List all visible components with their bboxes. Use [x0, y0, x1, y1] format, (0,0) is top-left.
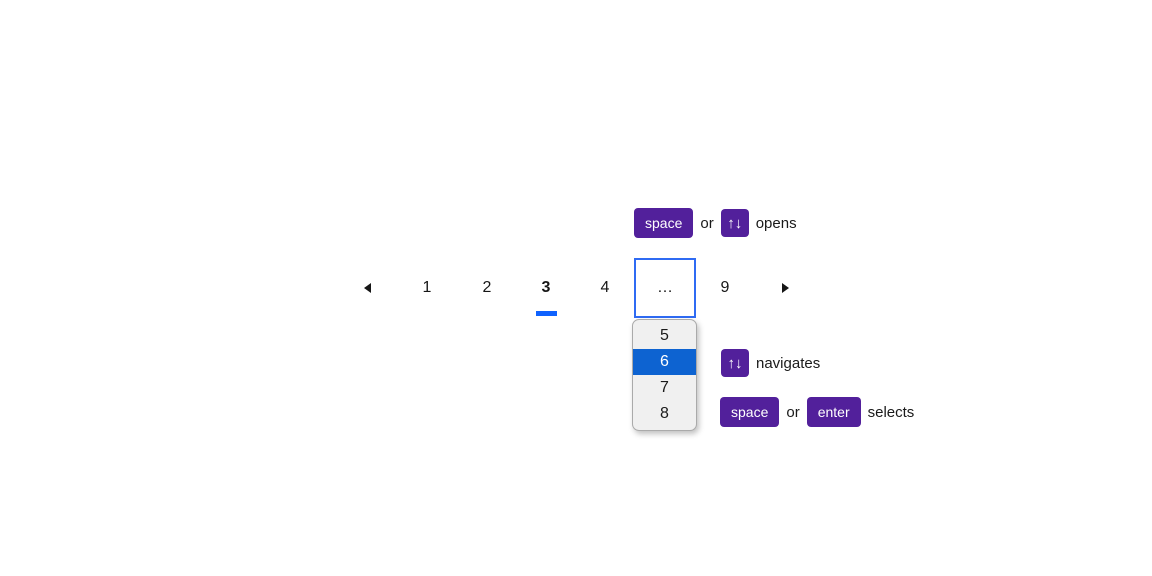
caret-left-icon: [363, 283, 371, 293]
page-overflow-select[interactable]: …: [634, 258, 696, 318]
page-button-4[interactable]: 4: [600, 279, 610, 296]
hint-navigate: ↑↓ navigates: [721, 348, 820, 378]
hint-open: space or ↑↓ opens: [634, 208, 797, 238]
pagination-prev-button[interactable]: [360, 281, 374, 295]
kbd-enter-key: enter: [806, 397, 861, 427]
page-button-1[interactable]: 1: [422, 279, 432, 296]
dropdown-option-8[interactable]: 8: [660, 405, 669, 422]
kbd-space-key: space: [720, 397, 780, 427]
dropdown-option-6-selected[interactable]: 6: [633, 349, 696, 375]
up-down-arrows-icon: ↑↓: [720, 209, 749, 237]
hint-conjunction: or: [700, 214, 714, 232]
hint-conjunction: or: [786, 403, 800, 421]
pagination-next-button[interactable]: [778, 281, 792, 295]
dropdown-option-5[interactable]: 5: [660, 327, 669, 344]
hint-action-selects: selects: [867, 403, 915, 421]
overflow-ellipsis-label: …: [657, 279, 673, 296]
caret-right-icon: [781, 283, 789, 293]
current-page-indicator: [536, 311, 557, 316]
hint-action-opens: opens: [755, 214, 797, 232]
overflow-dropdown: 5 6 7 8: [632, 319, 697, 431]
kbd-space-key: space: [634, 208, 694, 238]
page-button-3-current[interactable]: 3: [541, 279, 551, 296]
page-button-9[interactable]: 9: [720, 279, 730, 296]
hint-select: space or enter selects: [720, 397, 914, 427]
up-down-arrows-icon: ↑↓: [721, 349, 749, 377]
hint-action-navigates: navigates: [756, 354, 821, 372]
dropdown-option-7[interactable]: 7: [660, 379, 669, 396]
page-button-2[interactable]: 2: [482, 279, 492, 296]
